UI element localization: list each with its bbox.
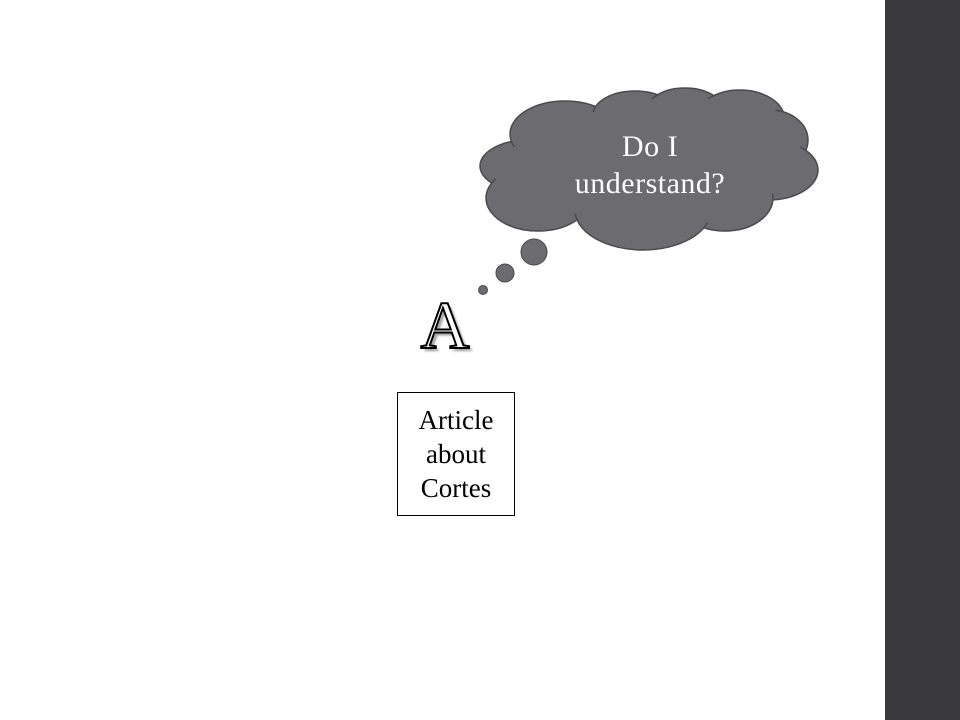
cloud-fill bbox=[516, 107, 614, 161]
thought-text: Do I understand? bbox=[520, 128, 780, 202]
letter-a-marker: A bbox=[419, 286, 470, 364]
sidebar-bar bbox=[885, 0, 960, 720]
thought-cloud bbox=[479, 87, 819, 251]
cloud-fill bbox=[599, 97, 671, 133]
thought-dot-large bbox=[520, 238, 548, 266]
article-line-2: about bbox=[426, 439, 486, 469]
cloud-fill bbox=[653, 94, 717, 126]
cloud-fill bbox=[492, 171, 584, 225]
thought-line-1: Do I bbox=[621, 130, 679, 163]
article-line-1: Article bbox=[418, 405, 494, 435]
thought-dot-medium bbox=[495, 263, 515, 283]
article-line-3: Cortes bbox=[420, 473, 492, 503]
thought-line-2: understand? bbox=[574, 167, 726, 200]
cloud-fill-overlay bbox=[486, 94, 812, 244]
article-box: Article about Cortes bbox=[397, 392, 515, 516]
cloud-fill bbox=[581, 176, 705, 244]
thought-dot-small bbox=[478, 285, 488, 295]
article-text: Article about Cortes bbox=[419, 403, 494, 505]
